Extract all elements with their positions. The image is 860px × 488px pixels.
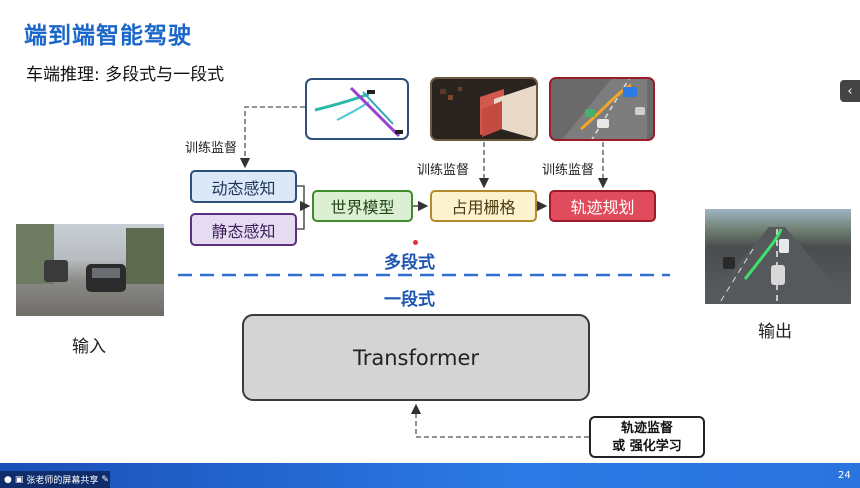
train-supervision-label-3: 训练监督 [542,163,595,178]
static-perception-box: 静态感知 [190,213,297,246]
trajectory-planning-box: 轨迹规划 [549,190,656,222]
single-stage-label: 一段式 [384,290,435,310]
screen-share-taskbar [0,463,860,488]
lane-detection-thumbnail [305,78,409,140]
collapse-panel-button[interactable]: ‹ [840,80,860,102]
transformer-box: Transformer [242,314,590,401]
laser-pointer-dot [413,240,418,245]
input-camera-image [16,224,164,316]
input-label: 输入 [72,337,106,357]
world-model-box: 世界模型 [312,190,413,222]
screen-share-icon[interactable]: ▣ [14,474,24,485]
pen-icon[interactable]: ✎ [101,474,109,485]
trajectory-supervision-line2: 或 强化学习 [612,439,682,454]
occupancy-grid-box: 占用栅格 [430,190,537,222]
dynamic-perception-box: 动态感知 [190,170,297,203]
page-number: 24 [838,470,851,481]
train-supervision-label-1: 训练监督 [185,141,238,156]
screen-share-indicator[interactable]: ● ▣ 张老师的屏幕共享 ✎ [0,471,110,488]
trajectory-supervision-line1: 轨迹监督 [620,421,673,436]
trajectory-supervision-box: 轨迹监督 或 强化学习 [589,416,705,458]
output-road-image [705,209,851,304]
output-label: 输出 [758,322,792,342]
multi-stage-label: 多段式 [384,253,435,273]
train-supervision-label-2: 训练监督 [417,163,470,178]
occupancy-grid-thumbnail [430,77,538,141]
slide-title: 端到端智能驾驶 [24,23,192,49]
slide-subtitle: 车端推理: 多段式与一段式 [26,65,225,85]
microphone-icon[interactable]: ● [4,474,12,485]
chevron-left-icon: ‹ [847,83,853,99]
trajectory-planning-thumbnail [549,77,655,141]
screen-share-label: 张老师的屏幕共享 [26,476,99,486]
